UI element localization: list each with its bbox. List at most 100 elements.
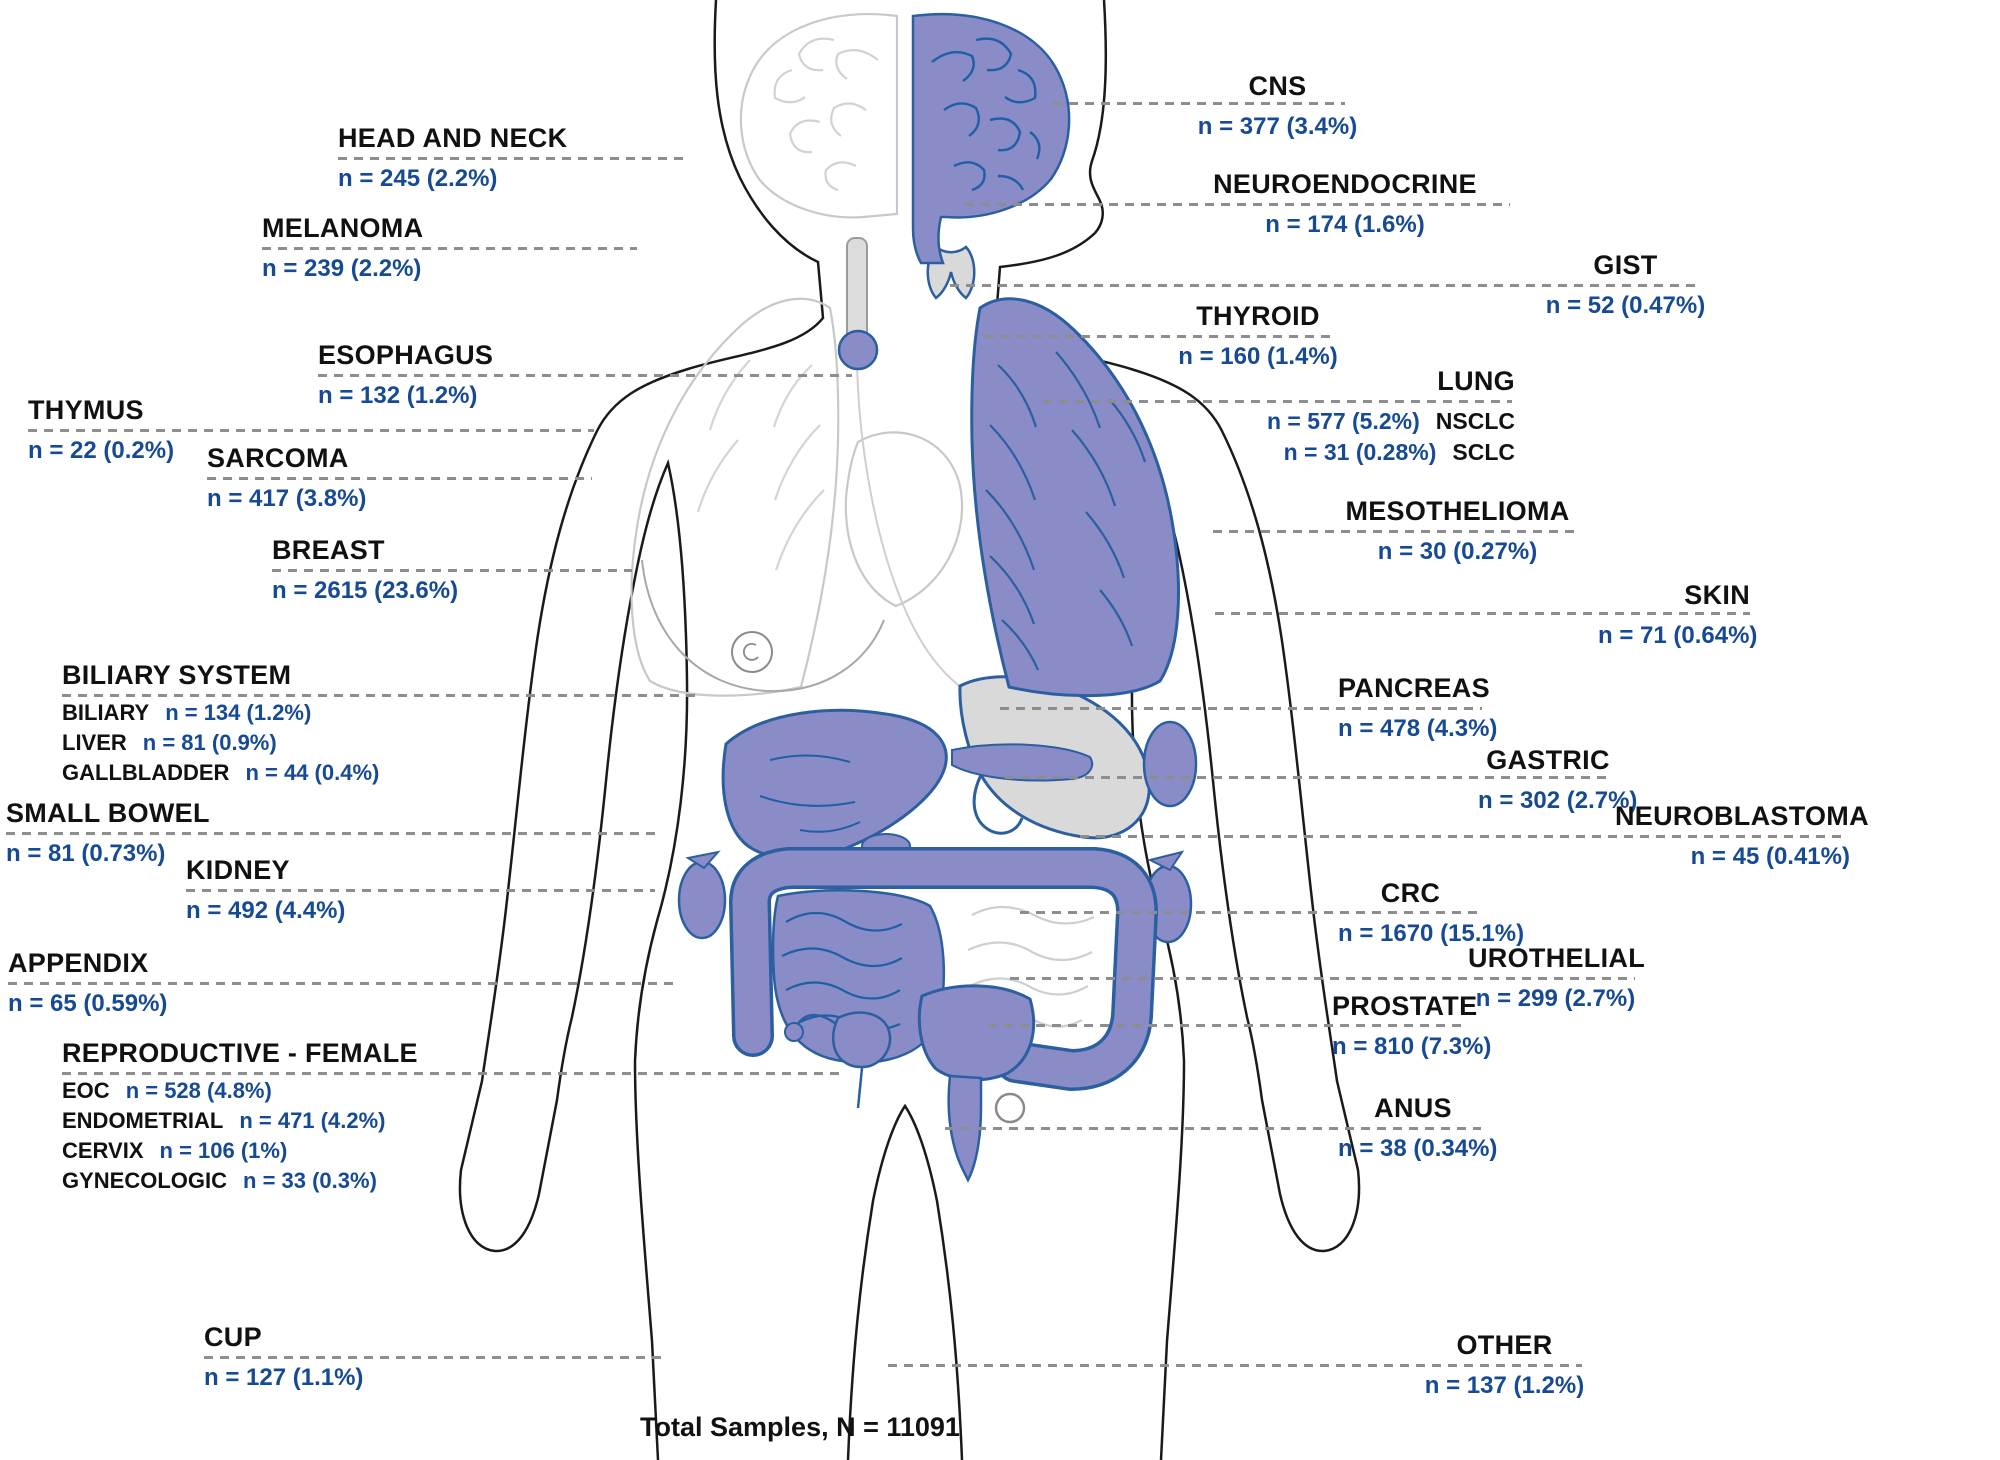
biliary_system-label: BILIARY SYSTEM: [62, 660, 292, 690]
neuroendocrine-count: n = 174 (1.6%): [1265, 211, 1425, 239]
sarcoma-annotation: SARCOMA n = 417 (3.8%): [207, 443, 477, 513]
reproductive_female-sub-label: ENDOMETRIAL: [62, 1108, 224, 1134]
melanoma-leader-line: [262, 247, 637, 250]
sarcoma-leader-line: [207, 477, 592, 480]
reproductive_female-sub-label: CERVIX: [62, 1138, 144, 1164]
small_bowel-annotation: SMALL BOWEL n = 81 (0.73%): [6, 798, 296, 868]
neuroblastoma-count: n = 45 (0.41%): [1690, 843, 1850, 871]
biliary_system-row-biliary: BILIARY n = 134 (1.2%): [62, 700, 492, 726]
small_bowel-leader-line: [6, 832, 660, 835]
gist-count: n = 52 (0.47%): [1545, 292, 1706, 320]
pancreas-organ: [951, 743, 1094, 782]
colon-organ: [732, 850, 1155, 1088]
liver-veins: [759, 754, 861, 833]
cup-leader-line: [204, 1356, 664, 1359]
sarcoma-label: SARCOMA: [207, 443, 349, 473]
esophageal-junction-organ: [837, 329, 879, 371]
crc-leader-line: [1020, 911, 1478, 914]
neuroblastoma-label: NEUROBLASTOMA: [1615, 801, 1869, 831]
liver-organ: [721, 708, 948, 860]
skin-count: n = 71 (0.64%): [1598, 622, 1758, 650]
prostate-label: PROSTATE: [1332, 991, 1478, 1021]
spleen-organ: [1142, 720, 1198, 808]
breast-label: BREAST: [272, 535, 385, 565]
reproductive_female-row-cervix: CERVIX n = 106 (1%): [62, 1138, 552, 1164]
small-intestine-left-coils: [781, 912, 903, 1031]
reproductive_female-sub-count: n = 33 (0.3%): [243, 1168, 377, 1194]
esophagus-faint-line: [856, 351, 963, 689]
pancreas-count: n = 478 (4.3%): [1338, 715, 1498, 743]
bladder-organ: [917, 984, 1036, 1082]
lung-sub-count: n = 31 (0.28%): [1283, 439, 1437, 466]
appendix-count: n = 65 (0.59%): [8, 990, 168, 1018]
cns-label: CNS: [1248, 71, 1307, 101]
lung-leader-line: [1043, 400, 1512, 403]
head_and_neck-count: n = 245 (2.2%): [338, 165, 498, 193]
reproductive_female-sub-count: n = 106 (1%): [159, 1138, 288, 1164]
lung-right-lines: [985, 351, 1147, 671]
reproductive_female-sub-count: n = 471 (4.2%): [239, 1108, 386, 1134]
small_bowel-count: n = 81 (0.73%): [6, 840, 166, 868]
gist-annotation: GIST n = 52 (0.47%): [1538, 250, 1713, 320]
urothelial-count: n = 299 (2.7%): [1475, 985, 1636, 1013]
kidney-label: KIDNEY: [186, 855, 290, 885]
breast-outline: [641, 559, 885, 693]
mesothelioma-label: MESOTHELIOMA: [1345, 496, 1570, 526]
biliary_system-sub-label: BILIARY: [62, 700, 150, 726]
melanoma-count: n = 239 (2.2%): [262, 255, 422, 283]
reproductive_female-row-endometrial: ENDOMETRIAL n = 471 (4.2%): [62, 1108, 552, 1134]
small_bowel-label: SMALL BOWEL: [6, 798, 210, 828]
prostate-leader-line: [988, 1024, 1468, 1027]
breast-count: n = 2615 (23.6%): [272, 577, 459, 605]
mesothelioma-count: n = 30 (0.27%): [1377, 538, 1538, 566]
lung-row-sclc: n = 31 (0.28%) SCLC: [1265, 439, 1515, 466]
urothelial-leader-line: [1010, 977, 1635, 980]
breast-leader-line: [272, 569, 632, 572]
appendix-label: APPENDIX: [8, 948, 149, 978]
biliary_system-leader-line: [62, 694, 700, 697]
gist-label: GIST: [1593, 250, 1658, 280]
heart-outline: [844, 431, 964, 608]
cns-count: n = 377 (3.4%): [1197, 113, 1358, 141]
neuroendocrine-leader-line: [965, 203, 1510, 206]
sarcoma-count: n = 417 (3.8%): [207, 485, 367, 513]
kidney-leader-line: [186, 889, 655, 892]
anus-leader-line: [945, 1127, 1481, 1130]
mesothelioma-leader-line: [1213, 530, 1579, 533]
biliary_system-sub-count: n = 44 (0.4%): [245, 760, 380, 786]
cns-annotation: CNS n = 377 (3.4%): [1195, 71, 1360, 141]
other-leader-line: [888, 1364, 1582, 1367]
biliary_system-sub-count: n = 134 (1.2%): [165, 700, 312, 726]
anus-label: ANUS: [1374, 1093, 1452, 1123]
biliary_system-sub-label: GALLBLADDER: [62, 760, 230, 786]
pancreas-leader-line: [1000, 707, 1482, 710]
thymus-label: THYMUS: [28, 395, 144, 425]
esophagus-count: n = 132 (1.2%): [318, 382, 478, 410]
lung-sub-label: NSCLC: [1435, 408, 1515, 435]
melanoma-label: MELANOMA: [262, 213, 424, 243]
melanoma-annotation: MELANOMA n = 239 (2.2%): [262, 213, 532, 283]
breast-annotation: BREAST n = 2615 (23.6%): [272, 535, 562, 605]
gastric-leader-line: [1005, 776, 1610, 779]
cup-annotation: CUP n = 127 (1.1%): [204, 1322, 414, 1392]
lung-sub-label: SCLC: [1452, 439, 1515, 466]
reproductive_female-label: REPRODUCTIVE - FEMALE: [62, 1038, 418, 1068]
cup-count: n = 127 (1.1%): [204, 1364, 364, 1392]
ovary-organ: [784, 1022, 804, 1042]
cup-label: CUP: [204, 1322, 262, 1352]
esophagus-leader-line: [318, 374, 852, 377]
